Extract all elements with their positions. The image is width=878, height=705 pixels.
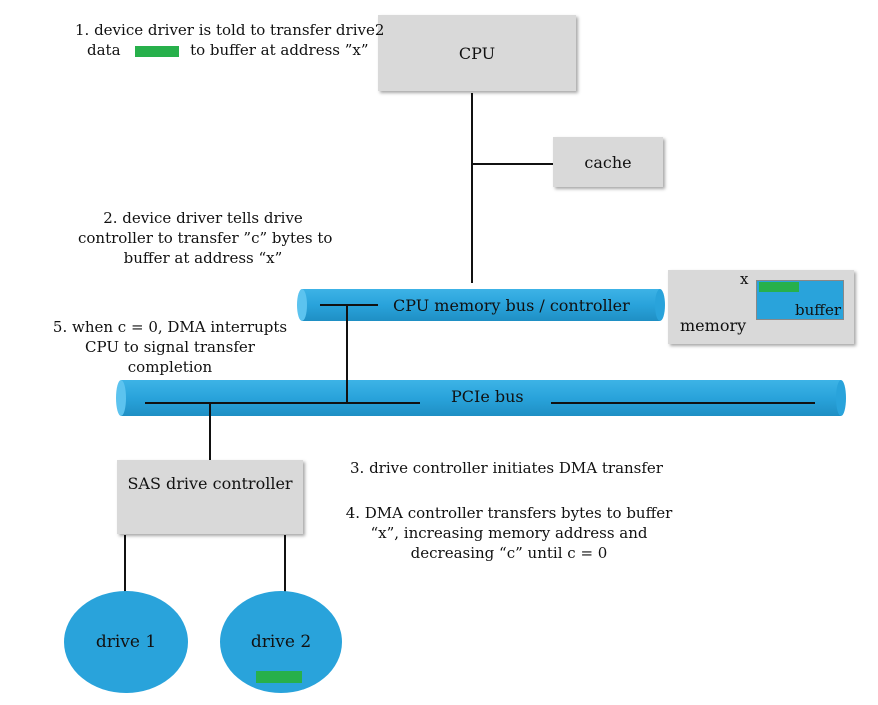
step-2-note: 2. device driver tells drive controller … xyxy=(78,208,333,268)
cpu-bus-label: CPU memory bus / controller xyxy=(393,296,630,315)
drive-2: drive 2 xyxy=(220,591,342,693)
buffer-data-block xyxy=(759,282,799,292)
cpu-to-bus-line xyxy=(471,93,473,283)
cache-label: cache xyxy=(584,152,632,172)
step-1-note: 1. device driver is told to transfer dri… xyxy=(75,20,384,60)
cache-box: cache xyxy=(553,137,663,187)
step-3-note: 3. drive controller initiates DMA transf… xyxy=(350,458,663,478)
memory-label: memory xyxy=(680,316,747,335)
pcie-to-controller-line xyxy=(209,402,211,460)
cpu-label: CPU xyxy=(458,43,496,63)
step-2-line-2: controller to transfer ”c” bytes to xyxy=(78,229,333,247)
pcie-bus xyxy=(116,380,846,416)
step-1-destination: to buffer at address ”x” xyxy=(190,41,369,59)
controller-to-drive1-line xyxy=(124,535,126,592)
step-4-note: 4. DMA controller transfers bytes to buf… xyxy=(344,503,674,563)
step-5-line-3: completion xyxy=(127,358,213,376)
step-3-line-1: 3. drive controller initiates DMA transf… xyxy=(350,459,663,477)
pcie-inner-line-right xyxy=(551,402,815,404)
step-1-line-2: data to buffer at address ”x” xyxy=(75,40,384,60)
drive-2-data-block xyxy=(256,671,302,683)
buffer-region: buffer xyxy=(756,280,844,320)
step-2-line-3: buffer at address “x” xyxy=(123,249,283,267)
step-5-note: 5. when c = 0, DMA interrupts CPU to sig… xyxy=(52,317,288,377)
memory-box: memory x buffer xyxy=(668,270,854,344)
step-2-line-1: 2. device driver tells drive xyxy=(103,209,303,227)
buffer-label: buffer xyxy=(795,301,841,319)
sas-drive-controller-box: SAS drive controller xyxy=(117,460,303,534)
step-4-line-3: decreasing “c” until c = 0 xyxy=(410,544,608,562)
step-1-data-word: data xyxy=(87,41,121,59)
pcie-inner-line-left xyxy=(145,402,420,404)
bus-bridge-line xyxy=(346,304,348,404)
cache-connector-line xyxy=(472,163,554,165)
controller-to-drive2-line xyxy=(284,535,286,592)
step-1-data-block xyxy=(135,45,180,57)
step-5-line-2: CPU to signal transfer xyxy=(85,338,255,356)
step-1-line-1: 1. device driver is told to transfer dri… xyxy=(75,21,385,39)
cpu-bus-inner-line xyxy=(320,304,378,306)
step-5-line-1: 5. when c = 0, DMA interrupts xyxy=(52,318,288,336)
sas-controller-label: SAS drive controller xyxy=(127,474,293,493)
drive-1: drive 1 xyxy=(64,591,188,693)
buffer-address-label: x xyxy=(740,270,749,288)
step-4-line-1: 4. DMA controller transfers bytes to buf… xyxy=(345,504,673,522)
pcie-bus-label: PCIe bus xyxy=(451,387,524,406)
drive-1-label: drive 1 xyxy=(95,632,157,652)
step-4-line-2: “x”, increasing memory address and xyxy=(370,524,648,542)
cpu-box: CPU xyxy=(378,15,576,91)
drive-2-label: drive 2 xyxy=(250,632,312,652)
